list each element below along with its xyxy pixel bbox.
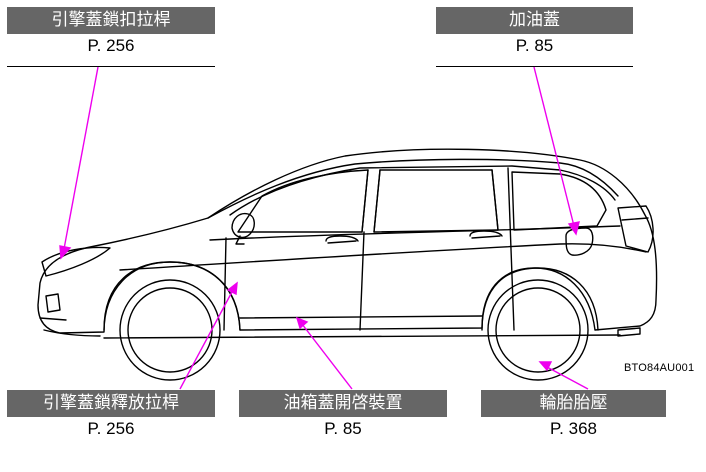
hood-lock-lever-page-ref[interactable]: P. 256 [87, 36, 135, 55]
leader-fuel-door-opener [301, 323, 353, 390]
front-wheel [119, 279, 221, 381]
rear-door-window [373, 169, 499, 233]
fuel-door-opener-label: 油箱蓋開啓裝置 [239, 390, 447, 417]
tire-pressure-label: 輪胎胎壓 [481, 390, 666, 417]
image-code: BTO84AU001 [624, 362, 695, 374]
tire-pressure-page-ref[interactable]: P. 368 [550, 419, 597, 438]
hood-release-lever-label: 引擎蓋鎖釋放拉桿 [7, 390, 215, 417]
leader-fuel-door [533, 66, 575, 227]
leader-hood-release-lever [179, 289, 234, 390]
front-window [237, 169, 369, 233]
tail-lamp [617, 205, 654, 253]
fuel-door-label: 加油蓋 [436, 7, 633, 34]
rear-wheel [487, 279, 589, 381]
fuel-door [565, 227, 594, 256]
head-lamp [41, 246, 111, 277]
fuel-door-rule [436, 66, 633, 67]
leader-tire-pressure [546, 366, 589, 390]
front-door-handle [327, 240, 357, 244]
hood-lock-lever-label: 引擎蓋鎖扣拉桿 [7, 7, 215, 34]
fuel-door-page-ref[interactable]: P. 85 [515, 36, 554, 55]
quarter-window [511, 171, 607, 231]
hood-release-lever-page-ref[interactable]: P. 256 [87, 419, 135, 438]
car-window-line [207, 158, 619, 219]
front-door-line [223, 237, 227, 331]
center-door-line [359, 231, 365, 331]
rear-door-handle [471, 235, 501, 239]
hood-lock-lever-rule [7, 66, 215, 67]
leader-hood-lock-lever [63, 66, 99, 250]
fuel-door-opener-page-ref[interactable]: P. 85 [324, 419, 362, 438]
